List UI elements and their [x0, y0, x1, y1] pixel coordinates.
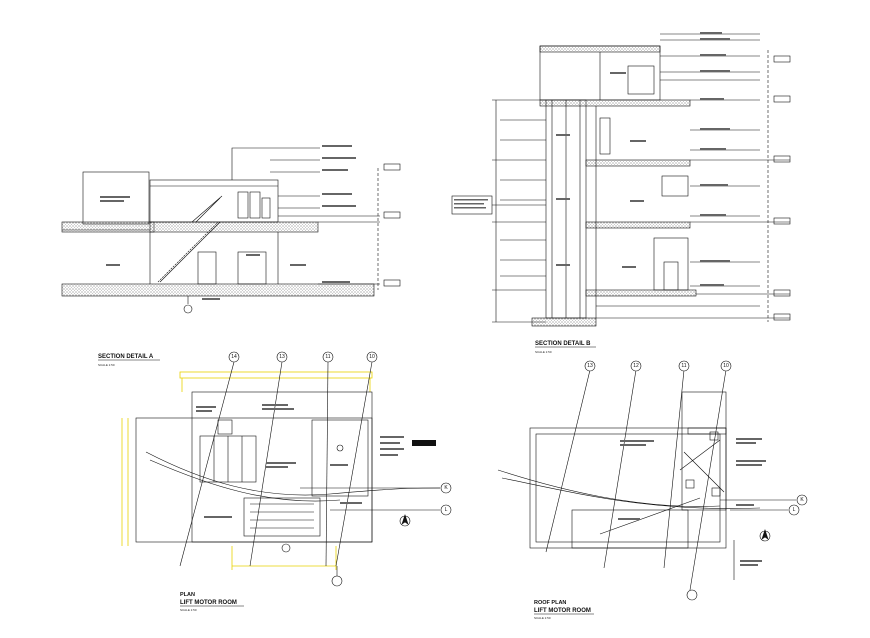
- grid-bubble-14: 14: [228, 351, 240, 363]
- svg-text:L: L: [793, 507, 796, 513]
- grid-bubble-11: 11: [678, 360, 690, 372]
- plan-annotations: [196, 404, 436, 518]
- drawing-title: ROOF PLAN: [534, 600, 566, 606]
- drawing-title: PLAN: [180, 592, 195, 598]
- grid-bubble-11: 11: [322, 351, 334, 363]
- title-roof-plan: ROOF PLAN LIFT MOTOR ROOM SCALE 1:50: [534, 600, 594, 620]
- grid-bubble-l: L: [788, 504, 800, 516]
- plan-lift-motor-room: [121, 361, 441, 587]
- grid-bubble-k: K: [796, 494, 808, 506]
- svg-text:K: K: [800, 497, 804, 503]
- drawing-scale: SCALE 1:50: [534, 616, 551, 620]
- drawing-subtitle: LIFT MOTOR ROOM: [180, 600, 237, 606]
- svg-text:K: K: [444, 485, 448, 491]
- svg-text:13: 13: [279, 354, 285, 360]
- section-b-annotations: [454, 32, 730, 286]
- drawing-title: SECTION DETAIL B: [535, 341, 591, 347]
- roof-plan-annotations: [618, 438, 766, 566]
- drawing-scale: SCALE 1:50: [98, 363, 115, 367]
- svg-text:10: 10: [369, 354, 375, 360]
- section-a-annotations: [100, 145, 356, 300]
- svg-text:L: L: [445, 507, 448, 513]
- svg-text:13: 13: [587, 363, 593, 369]
- title-section-b: SECTION DETAIL B SCALE 1:50: [535, 341, 596, 354]
- roof-grid-bubbles: 13 12 11 10 K L: [584, 360, 808, 516]
- grid-bubble-13: 13: [584, 360, 596, 372]
- svg-text:10: 10: [723, 363, 729, 369]
- plan-grid-bubbles: 14 13 11 10 K L: [228, 351, 452, 516]
- grid-bubble-l: L: [440, 504, 452, 516]
- grid-bubble-12: 12: [630, 360, 642, 372]
- drawing-scale: SCALE 1:50: [180, 608, 197, 612]
- grid-bubble-13: 13: [276, 351, 288, 363]
- title-section-a: SECTION DETAIL A SCALE 1:50: [98, 354, 160, 367]
- drawing-scale: SCALE 1:50: [535, 350, 552, 354]
- section-detail-b: [451, 33, 791, 327]
- grid-bubble-k: K: [440, 482, 452, 494]
- drawing-title: SECTION DETAIL A: [98, 354, 154, 360]
- drawing-subtitle: LIFT MOTOR ROOM: [534, 608, 591, 614]
- title-plan: PLAN LIFT MOTOR ROOM SCALE 1:50: [180, 592, 244, 612]
- svg-text:11: 11: [681, 363, 686, 369]
- section-detail-a: [61, 147, 401, 314]
- roof-plan-lift-motor-room: [497, 369, 796, 601]
- svg-text:14: 14: [231, 354, 237, 360]
- svg-text:12: 12: [633, 363, 639, 369]
- grid-bubble-10: 10: [720, 360, 732, 372]
- grid-bubble-10: 10: [366, 351, 378, 363]
- svg-text:11: 11: [325, 354, 330, 360]
